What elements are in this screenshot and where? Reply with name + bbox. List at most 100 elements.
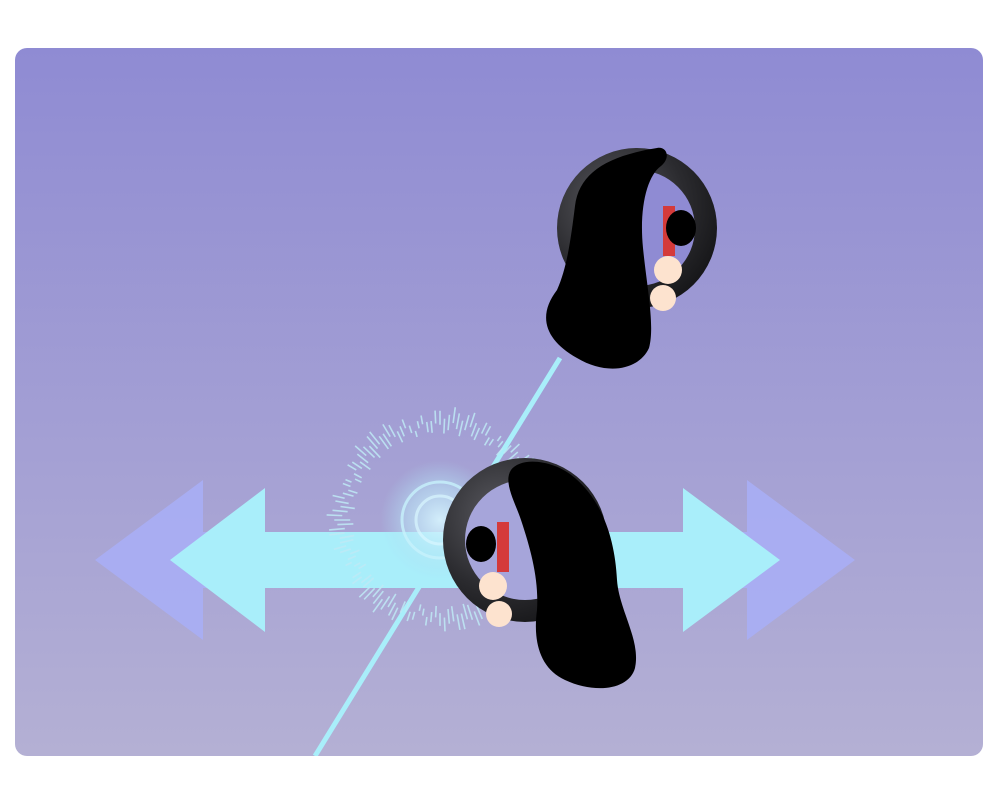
scene-svg xyxy=(15,48,983,756)
spark-stroke xyxy=(430,611,433,623)
spark-stroke xyxy=(339,548,352,554)
spark-stroke xyxy=(339,534,355,539)
spark-stroke xyxy=(495,447,504,456)
spark-stroke xyxy=(358,586,371,598)
spark-stroke xyxy=(406,611,411,622)
trigger-icon xyxy=(497,522,509,572)
spark-stroke xyxy=(352,576,363,585)
spark-stroke xyxy=(447,608,451,624)
spark-stroke xyxy=(430,421,433,433)
spark-stroke xyxy=(362,446,376,459)
spark-stroke xyxy=(473,427,481,441)
spark-stroke xyxy=(387,593,397,608)
spark-stroke xyxy=(425,421,429,433)
spark-stroke xyxy=(408,425,413,434)
button-a-icon xyxy=(479,572,507,600)
spark-stroke xyxy=(359,461,371,471)
spark-stroke xyxy=(339,539,354,544)
spark-stroke xyxy=(349,549,360,555)
spark-stroke xyxy=(380,595,391,610)
spark-stroke xyxy=(460,613,466,630)
spark-stroke xyxy=(497,440,504,448)
spark-stroke xyxy=(372,590,384,605)
spark-stroke xyxy=(368,445,381,459)
spark-stroke xyxy=(333,545,347,551)
button-b-icon xyxy=(650,285,676,311)
spark-stroke xyxy=(483,437,490,446)
spark-stroke xyxy=(329,532,345,536)
spark-stroke xyxy=(391,607,399,621)
spark-stroke xyxy=(382,423,391,438)
spark-stroke xyxy=(369,431,381,445)
lower-controller xyxy=(443,458,637,689)
spark-stroke xyxy=(488,438,495,446)
thumbstick-icon xyxy=(666,210,696,246)
spark-stroke xyxy=(421,608,425,616)
spark-stroke xyxy=(411,611,416,620)
spark-stroke xyxy=(452,407,457,424)
spark-stroke xyxy=(358,563,367,570)
spark-stroke xyxy=(507,451,519,462)
spark-stroke xyxy=(353,473,363,479)
spark-stroke xyxy=(396,431,404,443)
spark-stroke xyxy=(354,478,362,483)
spark-stroke xyxy=(345,561,353,567)
spark-stroke xyxy=(337,523,354,526)
spark-stroke xyxy=(503,445,512,454)
spark-stroke xyxy=(456,614,461,631)
spark-stroke xyxy=(340,505,355,510)
spark-stroke xyxy=(466,604,474,620)
spark-stroke xyxy=(401,419,407,429)
spark-stroke xyxy=(332,509,348,513)
spark-stroke xyxy=(399,426,405,437)
spark-stroke xyxy=(458,420,464,437)
spark-stroke xyxy=(464,414,470,431)
spark-stroke xyxy=(356,453,369,464)
spark-stroke xyxy=(366,435,379,450)
spark-stroke xyxy=(326,514,343,517)
scene-canvas xyxy=(15,48,983,756)
spark-stroke xyxy=(473,611,481,626)
spark-stroke xyxy=(342,492,354,497)
spark-stroke xyxy=(354,445,367,457)
spark-stroke xyxy=(447,414,451,431)
spark-stroke xyxy=(388,424,396,438)
spark-stroke xyxy=(362,577,375,588)
spark-stroke xyxy=(382,433,393,447)
spark-stroke xyxy=(424,616,428,626)
spark-stroke xyxy=(462,603,469,620)
spark-stroke xyxy=(420,415,424,425)
spark-stroke xyxy=(352,571,362,579)
spark-stroke xyxy=(455,413,461,430)
spark-stroke xyxy=(332,494,345,500)
spark-stroke xyxy=(351,461,363,470)
spark-stroke xyxy=(496,435,502,442)
spark-stroke xyxy=(353,562,361,567)
spark-stroke xyxy=(372,598,384,613)
spark-stroke xyxy=(434,605,437,618)
spark-stroke xyxy=(469,412,476,428)
spark-stroke xyxy=(360,574,372,584)
spark-stroke xyxy=(470,422,478,437)
hand-icon xyxy=(508,461,637,689)
spark-stroke xyxy=(363,587,376,600)
spark-stroke xyxy=(443,418,446,434)
spark-stroke xyxy=(348,489,358,494)
spark-stroke xyxy=(480,422,488,434)
spark-stroke xyxy=(347,555,356,561)
button-a-icon xyxy=(654,256,682,284)
spark-stroke xyxy=(329,527,345,531)
spark-stroke xyxy=(404,601,410,613)
background xyxy=(15,48,983,756)
spark-stroke xyxy=(418,604,422,611)
spark-stroke xyxy=(414,430,418,438)
thumbstick-icon xyxy=(466,526,496,562)
spark-stroke xyxy=(399,601,406,614)
spark-stroke xyxy=(443,617,446,632)
button-b-icon xyxy=(486,601,512,627)
spark-stroke xyxy=(416,420,420,429)
hand-icon xyxy=(546,147,667,369)
spark-stroke xyxy=(387,602,397,616)
spark-stroke xyxy=(484,425,492,436)
spark-stroke xyxy=(335,500,349,505)
